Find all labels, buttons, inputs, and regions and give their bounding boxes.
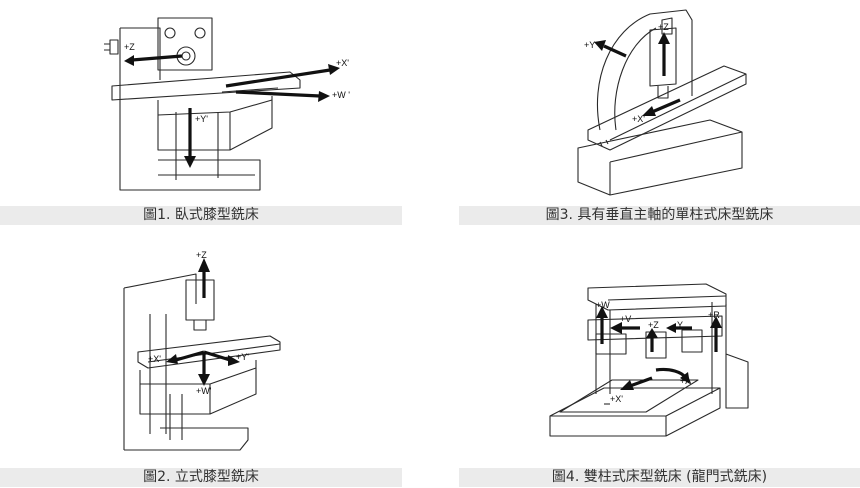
z-axis-arrow bbox=[131, 54, 183, 62]
axis-label: +Y' bbox=[195, 114, 208, 124]
axis-label: +X' bbox=[632, 114, 645, 124]
figure-2-vertical-knee-mill-diagram: +Z +X' +Y' +W' bbox=[123, 250, 281, 451]
axis-label: +W' bbox=[196, 386, 212, 396]
x-axis-arrow bbox=[629, 376, 653, 388]
axis-label: +Y' bbox=[236, 352, 249, 362]
figure-1-panel: +Z +X' +W ' +Y' 圖1. 臥式膝型銑床 bbox=[0, 0, 430, 228]
axis-label: +Z bbox=[658, 22, 669, 32]
x-axis-arrow bbox=[225, 68, 331, 88]
figure-1-horizontal-knee-mill-diagram: +Z +X' +W ' +Y' bbox=[104, 17, 350, 191]
axis-label: +X' bbox=[610, 394, 623, 404]
figure-3-bed-type-mill-diagram: +Y +Z +X' bbox=[577, 9, 747, 196]
axis-label: +A bbox=[680, 376, 691, 386]
x-axis-arrow bbox=[175, 350, 205, 362]
axis-label: +Z bbox=[648, 320, 659, 330]
figure-2-caption: 圖2. 立式膝型銑床 bbox=[0, 468, 402, 487]
axis-label: →Y bbox=[668, 320, 683, 330]
figure-3-panel: +Y +Z +X' 圖3. 具有垂直主軸的單柱式床型銑床 bbox=[430, 0, 860, 228]
figure-3-caption: 圖3. 具有垂直主軸的單柱式床型銑床 bbox=[459, 206, 860, 225]
figure-4-double-column-mill-diagram: +W +V +Z →Y +R +A +X' bbox=[549, 283, 749, 437]
figure-2-panel: +Z +X' +Y' +W' 圖2. 立式膝型銑床 bbox=[0, 244, 430, 488]
axis-label: +Z bbox=[196, 250, 207, 260]
x-axis-arrow bbox=[651, 98, 681, 114]
figure-1-caption: 圖1. 臥式膝型銑床 bbox=[0, 206, 402, 225]
axis-label: +V bbox=[620, 314, 631, 324]
y-axis-arrow bbox=[603, 44, 627, 58]
axis-label: +Z bbox=[124, 42, 135, 52]
figure-4-caption: 圖4. 雙柱式床型銑床 (龍門式銑床) bbox=[459, 468, 860, 487]
w-axis-arrow bbox=[235, 90, 321, 98]
figure-4-panel: +W +V +Z →Y +R +A +X' 圖4. 雙柱式床型銑床 (龍門式銑床… bbox=[430, 244, 860, 488]
axis-label: +W bbox=[596, 300, 610, 310]
axis-label: +R bbox=[708, 310, 720, 320]
y-axis-arrow bbox=[203, 350, 231, 362]
axis-label: +X' bbox=[336, 58, 349, 68]
axis-label: +Y bbox=[584, 40, 595, 50]
axis-label: +W ' bbox=[332, 90, 350, 100]
axis-label: +X' bbox=[148, 354, 161, 364]
